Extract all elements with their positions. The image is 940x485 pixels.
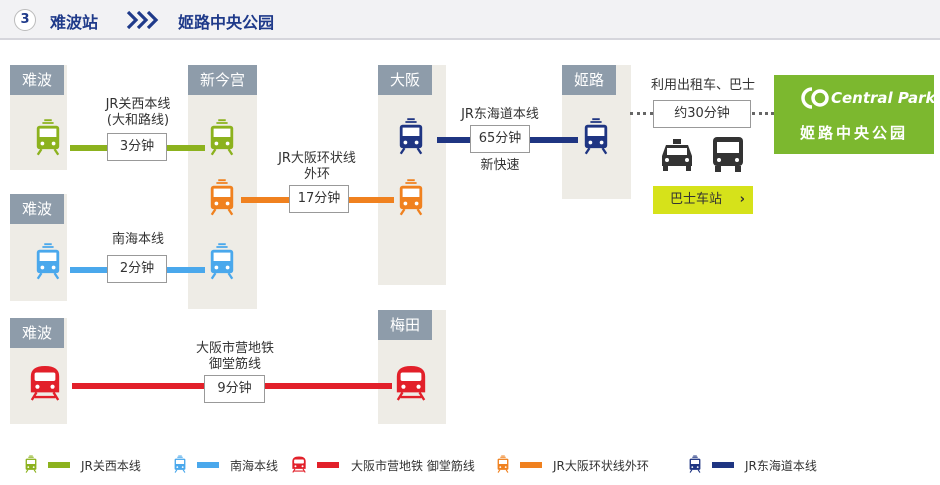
train-icon xyxy=(34,118,62,156)
line-nankai-right xyxy=(167,267,205,273)
tokaido-time: 65分钟 xyxy=(470,125,530,153)
legend-swatch xyxy=(48,462,70,468)
station-label: 难波 xyxy=(10,65,65,95)
line-nankai-left xyxy=(70,267,108,273)
origin-title: 难波站 xyxy=(50,13,99,32)
station-namba-nankai: 难波 xyxy=(10,194,67,301)
legend-label: JR关西本线 xyxy=(81,459,141,473)
legend-midosuji: 大阪市营地铁 御堂筋线 xyxy=(291,455,491,473)
line-tokaido-right xyxy=(530,137,578,143)
legend-loop: JR大阪环状线外环 xyxy=(496,455,666,473)
train-icon xyxy=(397,117,425,155)
station-label: 梅田 xyxy=(378,310,433,340)
line-loop-left xyxy=(241,197,289,203)
line-tokaido-left xyxy=(437,137,471,143)
destination-box[interactable]: Central Park 姬路中央公园 xyxy=(774,75,935,154)
loop-time: 17分钟 xyxy=(289,185,349,213)
double-chevron-right-icon xyxy=(126,10,159,30)
train-icon xyxy=(24,455,38,473)
train-icon xyxy=(496,455,510,473)
jr-kansai-label: JR关西本线 (大和路线) xyxy=(105,97,171,128)
taxi-bus-route-left xyxy=(630,112,653,115)
train-icon xyxy=(394,362,428,402)
tokaido-label: JR东海道本线 xyxy=(461,107,539,122)
legend-label: 大阪市营地铁 御堂筋线 xyxy=(351,459,475,473)
bus-stop-button-label: 巴士车站 xyxy=(670,192,723,207)
line-jr-kansai-right xyxy=(167,145,205,151)
train-icon xyxy=(208,178,236,216)
legend-jr-kansai: JR关西本线 xyxy=(24,455,154,473)
step-number: 3 xyxy=(14,9,36,31)
line-midosuji-left xyxy=(72,383,205,389)
midosuji-time: 9分钟 xyxy=(204,375,265,403)
station-label: 大阪 xyxy=(378,65,433,95)
train-icon xyxy=(688,455,702,473)
nankai-label: 南海本线 xyxy=(111,232,164,247)
station-label: 难波 xyxy=(10,194,65,224)
station-osaka: 大阪 xyxy=(378,65,446,285)
line-loop-right xyxy=(349,197,394,203)
train-icon xyxy=(582,117,610,155)
legend-label: 南海本线 xyxy=(230,459,279,473)
nankai-time: 2分钟 xyxy=(107,255,167,283)
taxi-bus-route-right xyxy=(752,112,774,115)
station-label: 姬路 xyxy=(562,65,617,95)
train-icon xyxy=(34,242,62,280)
station-label: 新今宫 xyxy=(188,65,257,95)
legend-label: JR大阪环状线外环 xyxy=(553,459,649,473)
legend-label: JR东海道本线 xyxy=(745,459,817,473)
legend-swatch xyxy=(317,462,339,468)
line-jr-kansai-left xyxy=(70,145,108,151)
bus-icon xyxy=(713,137,743,172)
train-icon xyxy=(208,118,236,156)
legend-swatch xyxy=(520,462,542,468)
line-midosuji-right xyxy=(264,383,392,389)
central-park-logo: Central Park xyxy=(798,85,935,111)
destination-title: 姬路中央公园 xyxy=(178,13,275,32)
train-icon xyxy=(208,242,236,280)
chevron-right-icon: › xyxy=(739,192,745,207)
loop-label: JR大阪环状线 外环 xyxy=(278,151,356,182)
legend-nankai: 南海本线 xyxy=(173,455,293,473)
legend-swatch xyxy=(712,462,734,468)
bus-stop-button[interactable]: 巴士车站 › xyxy=(653,186,753,214)
legend-swatch xyxy=(197,462,219,468)
taxi-label: 利用出租车、巴士 xyxy=(650,78,755,93)
legend-tokaido: JR东海道本线 xyxy=(688,455,838,473)
train-icon xyxy=(173,455,187,473)
station-label: 难波 xyxy=(10,318,65,348)
taxi-icon xyxy=(662,139,692,171)
train-icon xyxy=(291,455,307,473)
train-icon xyxy=(28,362,62,402)
jr-kansai-time: 3分钟 xyxy=(107,133,167,161)
tokaido-service: 新快速 xyxy=(480,158,520,173)
route-header: 3 难波站 姬路中央公园 xyxy=(0,0,940,40)
central-park-logo-text: Central Park xyxy=(831,89,936,107)
train-icon xyxy=(397,178,425,216)
central-park-logo-icon xyxy=(801,87,829,109)
midosuji-label: 大阪市营地铁 御堂筋线 xyxy=(195,341,274,372)
taxi-time: 约30分钟 xyxy=(653,100,751,128)
destination-name: 姬路中央公园 xyxy=(799,124,908,142)
